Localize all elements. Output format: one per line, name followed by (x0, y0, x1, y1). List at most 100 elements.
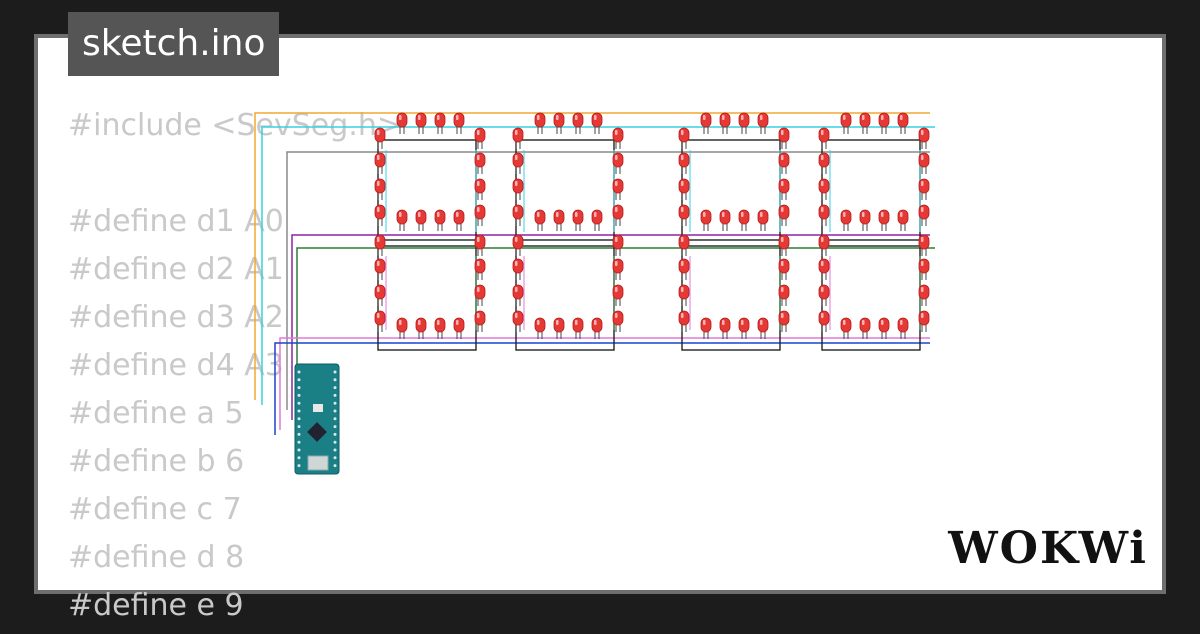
led-icon (612, 152, 624, 168)
led-icon (840, 209, 852, 225)
led-highlight (515, 287, 518, 292)
code-line: #include <SevSeg.h> (68, 108, 402, 143)
led-icon (453, 112, 465, 128)
led-icon (512, 152, 524, 168)
led-highlight (722, 320, 725, 325)
board-pin (297, 432, 301, 436)
led-icon (678, 152, 690, 168)
code-editor: #include <SevSeg.h> #define d1 A0 #defin… (68, 98, 588, 623)
led-icon (415, 209, 427, 225)
led-highlight (781, 313, 784, 318)
led-icon (818, 258, 830, 274)
led-highlight (556, 320, 559, 325)
led-icon (374, 152, 386, 168)
board-pin (333, 393, 337, 397)
led-icon (612, 204, 624, 220)
led-highlight (477, 207, 480, 212)
led-icon (415, 317, 427, 333)
led-highlight (437, 320, 440, 325)
led-highlight (477, 287, 480, 292)
board-pin (297, 393, 301, 397)
led-icon (757, 317, 769, 333)
led-icon (778, 310, 790, 326)
led-highlight (681, 261, 684, 266)
led-highlight (821, 130, 824, 135)
led-icon (474, 284, 486, 300)
board-pin (297, 370, 301, 374)
led-highlight (515, 207, 518, 212)
led-icon (453, 209, 465, 225)
led-icon (512, 234, 524, 250)
led-icon (678, 284, 690, 300)
led-highlight (741, 115, 744, 120)
led-highlight (881, 115, 884, 120)
led-icon (778, 178, 790, 194)
wire-cyan (261, 126, 935, 405)
led-highlight (703, 320, 706, 325)
board-pin (297, 448, 301, 452)
led-highlight (615, 237, 618, 242)
led-icon (918, 127, 930, 143)
led-highlight (921, 130, 924, 135)
led-icon (719, 112, 731, 128)
led-highlight (477, 155, 480, 160)
led-highlight (575, 115, 578, 120)
led-icon (396, 317, 408, 333)
reset-button-icon (313, 404, 323, 412)
led-highlight (760, 115, 763, 120)
led-highlight (900, 212, 903, 217)
led-highlight (703, 115, 706, 120)
led-icon (553, 317, 565, 333)
led-highlight (821, 207, 824, 212)
led-icon (512, 127, 524, 143)
led-icon (859, 112, 871, 128)
led-icon (434, 112, 446, 128)
led-icon (918, 178, 930, 194)
led-highlight (537, 320, 540, 325)
led-icon (778, 284, 790, 300)
led-highlight (781, 155, 784, 160)
led-highlight (900, 115, 903, 120)
led-icon (700, 317, 712, 333)
led-icon (918, 310, 930, 326)
led-icon (878, 209, 890, 225)
led-icon (474, 204, 486, 220)
led-icon (374, 310, 386, 326)
led-icon (512, 178, 524, 194)
led-highlight (437, 212, 440, 217)
led-icon (700, 209, 712, 225)
led-icon (434, 209, 446, 225)
led-highlight (821, 155, 824, 160)
led-highlight (615, 287, 618, 292)
board-pin (297, 417, 301, 421)
code-line: #define d4 A3 (68, 348, 284, 383)
led-highlight (615, 130, 618, 135)
led-highlight (843, 212, 846, 217)
led-highlight (477, 261, 480, 266)
led-icon (396, 112, 408, 128)
code-line: #define c 7 (68, 492, 242, 527)
led-icon (534, 317, 546, 333)
led-icon (778, 258, 790, 274)
led-icon (591, 317, 603, 333)
led-highlight (456, 115, 459, 120)
led-highlight (377, 181, 380, 186)
led-icon (818, 152, 830, 168)
led-icon (374, 127, 386, 143)
led-highlight (821, 313, 824, 318)
led-icon (474, 178, 486, 194)
led-icon (818, 178, 830, 194)
file-tab[interactable]: sketch.ino (68, 12, 280, 76)
led-icon (512, 284, 524, 300)
led-icon (897, 317, 909, 333)
led-highlight (477, 130, 480, 135)
led-icon (612, 258, 624, 274)
led-highlight (703, 212, 706, 217)
led-highlight (556, 115, 559, 120)
led-highlight (377, 313, 380, 318)
led-highlight (399, 115, 402, 120)
led-highlight (781, 261, 784, 266)
led-icon (778, 234, 790, 250)
led-icon (818, 234, 830, 250)
